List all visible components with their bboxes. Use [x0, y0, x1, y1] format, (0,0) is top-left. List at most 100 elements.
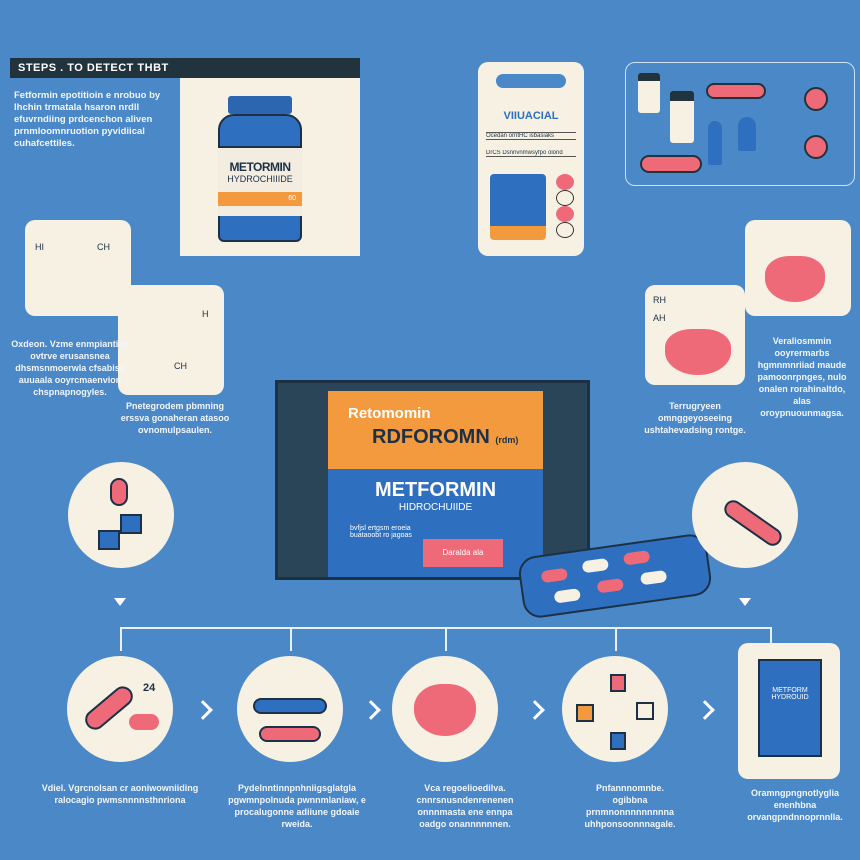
connector-tick — [770, 627, 772, 645]
bottle-body: METORMIN HYDROCHIIIDE 60 — [218, 114, 302, 242]
package-brand: RDFOROMN — [372, 426, 490, 448]
header-bar: STEPS . TO DETECT THBT — [10, 58, 360, 78]
pill — [540, 567, 569, 584]
visual-line-1: Ocedan orntHC isbasiaks — [486, 132, 576, 140]
arrow-down-icon — [114, 598, 126, 606]
bottle-label: METORMIN HYDROCHIIIDE 60 — [218, 146, 302, 216]
pill — [581, 557, 610, 574]
step-circle-4 — [562, 656, 668, 762]
visual-line-2: DrCS Dsnnvnmwsyfpo olond — [486, 150, 576, 157]
arrow-right-icon — [525, 700, 545, 720]
atom-label: AH — [653, 313, 666, 323]
package-brand-line: RDFOROMN (rdm) — [372, 426, 543, 449]
pill — [622, 550, 651, 566]
connector-tick — [290, 627, 292, 651]
bottle-subname: HYDROCHIIIDE — [227, 174, 293, 184]
vial-icon — [670, 91, 694, 143]
heart-icon — [665, 329, 731, 375]
arrow-right-icon — [193, 700, 213, 720]
intro-text: Fetformin epotitioin e nrobuo by Ihchin … — [14, 90, 161, 149]
left-note-1: Oxdeon. Vzme enmpiantios ovtrve erusansn… — [11, 339, 129, 397]
visual-title: VIIUACIAL — [503, 110, 559, 122]
dose-label: 24 — [143, 682, 156, 694]
atom-label: HI — [35, 242, 44, 252]
heart-icon — [414, 684, 476, 736]
bottle-cap — [228, 96, 292, 114]
atom-label: CH — [174, 361, 187, 371]
molecule-circle — [68, 462, 174, 568]
atom-icon — [98, 530, 120, 550]
pill — [556, 174, 574, 190]
bottle-name: METORMIN — [229, 160, 291, 174]
step-4-label: Pnfannnomnbe. ogibbna prnmnonnnnnnnnna u… — [584, 783, 676, 829]
package-brand-small: Retomomin — [348, 405, 431, 422]
step-3-label: Vca regoelioedilva. cnnrsnusndenrenenen … — [416, 783, 514, 829]
heart-molecule-card: RH AH — [645, 285, 745, 385]
pill-icon — [129, 714, 159, 730]
package-brand-suffix: (rdm) — [495, 435, 519, 445]
step-1-label: Vdiel. Vgrcnolsan cr aoniwowniiding ralo… — [41, 783, 199, 805]
metformin-bag-card: METFORM HYDROUID — [738, 643, 840, 779]
tablet-icon — [804, 87, 828, 111]
right-note-2: Terrugryeen omnggeyoseeing ushtahevadsin… — [644, 401, 746, 435]
package-orange-band: Retomomin RDFOROMN (rdm) — [328, 391, 543, 469]
pill — [556, 190, 574, 206]
atom-label: CH — [97, 242, 110, 252]
left-note-2: Pnetegrodem pbmning erssva gonaheran ata… — [120, 401, 230, 435]
atom-icon — [120, 514, 142, 534]
bag-label: METFORM HYDROUID — [771, 687, 809, 701]
arrow-right-icon — [695, 700, 715, 720]
right-note-1: Veraliosmmin ooyrermarbs hgmnmnriiad mau… — [757, 336, 847, 418]
tool-circle — [692, 462, 798, 568]
package-name: METFORMIN — [374, 479, 497, 501]
arrow-down-icon — [739, 598, 751, 606]
atom-icon — [610, 674, 626, 692]
bottle-panel: METORMIN HYDROCHIIIDE 60 — [180, 78, 360, 256]
bottle-stripe: 60 — [218, 192, 302, 206]
syringe-icon — [738, 117, 756, 151]
tablet-icon — [804, 135, 828, 159]
arrow-right-icon — [361, 700, 381, 720]
atom-label: H — [202, 309, 209, 319]
capsule-icon — [706, 83, 766, 99]
step-circle-2 — [237, 656, 343, 762]
capsule-icon — [253, 698, 327, 714]
step-circle-3 — [392, 656, 498, 762]
heart-icon — [765, 256, 825, 302]
molecule-card: H CH — [118, 285, 224, 395]
pill — [596, 577, 625, 594]
capsule-icon — [640, 155, 702, 173]
step-circle-1: 24 — [67, 656, 173, 762]
bag-icon: METFORM HYDROUID — [758, 659, 822, 757]
mini-bottle — [490, 174, 546, 240]
capsule-icon — [259, 726, 321, 742]
heart-molecule-card — [745, 220, 851, 316]
capsule-icon — [81, 682, 137, 734]
visual-card: VIIUACIAL Ocedan orntHC isbasiaks DrCS D… — [478, 62, 584, 256]
molecule-card: HI CH — [25, 220, 131, 316]
pill — [556, 206, 574, 222]
step-2-label: Pydelnntinnpnhniigsglatgla pgwmnpolnuda … — [228, 783, 366, 829]
vial-icon — [638, 73, 660, 113]
atom-label: RH — [653, 295, 666, 305]
syringe-icon — [708, 121, 722, 165]
connector-tick — [120, 627, 122, 651]
package-desc-2: buataoobt ro jagoas — [350, 532, 412, 539]
atom-icon — [576, 704, 594, 722]
package-desc-1: bvfjsl ertgsm eroeia — [350, 525, 411, 532]
package-blue-band: METFORMIN HIDROCHUIIDE bvfjsl ertgsm ero… — [328, 469, 543, 577]
hanger-slot — [496, 74, 566, 88]
connector-tick — [615, 627, 617, 651]
package-subname: HIDROCHUIIDE — [398, 502, 473, 513]
pill — [639, 569, 668, 586]
pill — [556, 222, 574, 238]
pill — [553, 588, 582, 604]
connector-tick — [445, 627, 447, 651]
capsule-icon — [720, 496, 786, 550]
medications-panel — [625, 62, 855, 186]
atom-icon — [636, 702, 654, 720]
step-5-label: Oramngpngnotlyglia enenhbna orvangpndnno… — [747, 788, 843, 822]
atom-icon — [610, 732, 626, 750]
package-badge: Daralda ala — [423, 539, 503, 567]
atom-icon — [110, 478, 128, 506]
